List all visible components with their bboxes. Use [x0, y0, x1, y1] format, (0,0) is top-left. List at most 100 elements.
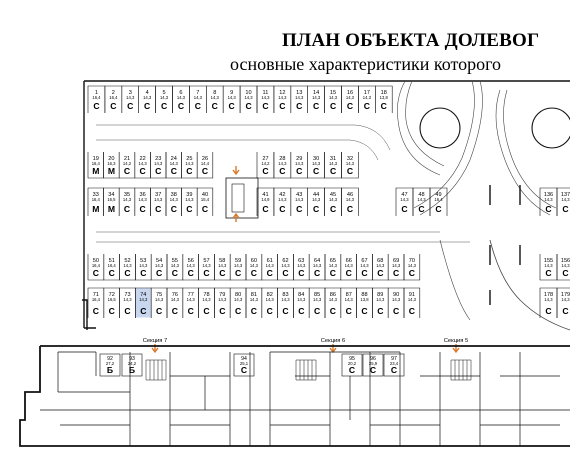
space-number: 23: [155, 156, 161, 162]
space-number: 66: [346, 258, 352, 264]
space-outline: [196, 187, 214, 216]
space-area: 14,3: [187, 297, 196, 302]
space-area: 14,2: [261, 161, 270, 166]
space-type: С: [296, 166, 302, 176]
space-area: 14,3: [346, 95, 355, 100]
space-area: 16,4: [434, 197, 443, 202]
parking-space: 514,3С: [155, 85, 173, 113]
space-type: С: [93, 101, 99, 111]
space-number: 30: [313, 156, 319, 162]
space-number: 36: [139, 192, 145, 198]
space-type: С: [140, 306, 146, 316]
space-number: 63: [298, 258, 304, 264]
space-area: 14,3: [170, 161, 179, 166]
space-area: 14,3: [170, 197, 179, 202]
space-number: 57: [203, 258, 209, 264]
space-number: 6: [179, 90, 182, 96]
space-number: 44: [313, 192, 319, 198]
storage-type: С: [241, 365, 247, 375]
storage-type: С: [391, 365, 397, 375]
space-type: С: [562, 306, 568, 316]
plan-subtitle: основные характеристики которого: [230, 54, 502, 74]
space-number: 88: [361, 292, 367, 298]
space-number: 39: [186, 192, 192, 198]
space-area: 14,3: [211, 95, 220, 100]
storage-outline: [121, 353, 143, 377]
space-type: С: [409, 268, 415, 278]
space-number: 80: [235, 292, 241, 298]
storage-units: 9227,2Б9324,2Б9425,1С9520,2С9625,9С9723,…: [99, 353, 405, 377]
parking-space: 814,3С: [206, 85, 224, 113]
space-type: С: [127, 101, 133, 111]
space-area: 14,3: [281, 297, 290, 302]
space-number: 38: [171, 192, 177, 198]
space-type: С: [110, 101, 116, 111]
space-number: 67: [361, 258, 367, 264]
space-type: С: [562, 204, 568, 214]
storage-type: Б: [107, 365, 113, 375]
space-number: 42: [279, 192, 285, 198]
space-number: 7: [196, 90, 199, 96]
space-type: С: [171, 166, 177, 176]
space-type: С: [109, 268, 115, 278]
space-number: 60: [251, 258, 257, 264]
space-number: 81: [251, 292, 257, 298]
space-number: 56: [188, 258, 194, 264]
space-number: 49: [435, 192, 441, 198]
space-type: С: [172, 268, 178, 278]
building-stairs: [145, 359, 472, 381]
space-number: 45: [330, 192, 336, 198]
space-type: С: [124, 268, 130, 278]
storage-area: 23,4: [390, 361, 399, 366]
storage-outline: [341, 353, 363, 377]
space-type: С: [296, 204, 302, 214]
section-label: Секция 6: [321, 338, 345, 344]
space-area: 14,3: [281, 263, 290, 268]
space-area: 14,3: [313, 297, 322, 302]
space-area: 14,3: [187, 263, 196, 268]
space-number: 137: [561, 192, 570, 198]
space-area: 14,3: [392, 297, 401, 302]
space-number: 72: [109, 292, 115, 298]
space-number: 90: [393, 292, 399, 298]
space-area: 16,4: [108, 263, 117, 268]
space-area: 14,3: [202, 297, 211, 302]
space-area: 14,3: [234, 263, 243, 268]
space-type: С: [361, 306, 367, 316]
storage-number: 93: [129, 356, 135, 362]
space-area: 14,3: [123, 263, 132, 268]
storage-type: Б: [129, 365, 135, 375]
parking-space: 714,3С: [189, 85, 207, 113]
space-type: С: [282, 306, 288, 316]
building-floor: [19, 345, 570, 447]
space-type: С: [393, 268, 399, 278]
storage-area: 27,2: [106, 361, 115, 366]
space-area: 14,3: [360, 263, 369, 268]
space-type: С: [202, 166, 208, 176]
space-number: 5: [162, 90, 165, 96]
building-outer-wall: [19, 345, 570, 447]
storage-number: 96: [370, 356, 376, 362]
space-number: 59: [235, 258, 241, 264]
space-area: 14,3: [266, 263, 275, 268]
space-type: С: [93, 268, 99, 278]
space-area: 14,3: [312, 197, 321, 202]
space-type: С: [393, 306, 399, 316]
